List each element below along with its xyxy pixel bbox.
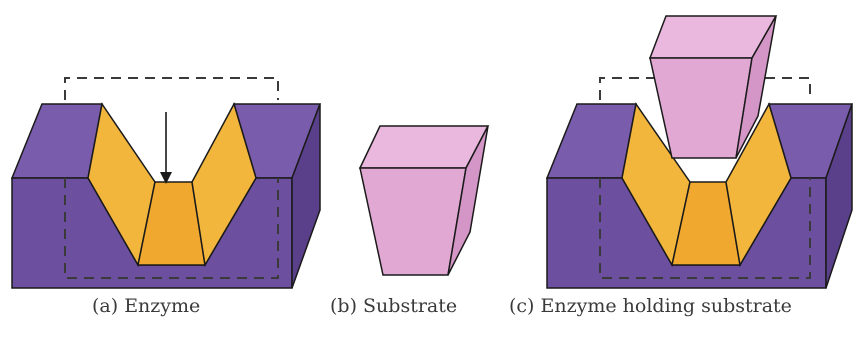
active-site-label: Active site xyxy=(111,92,202,112)
enzyme-block-c xyxy=(545,15,854,289)
enzyme-side-a xyxy=(291,103,321,289)
enzyme-side-c xyxy=(825,103,853,289)
dashed-outline-a xyxy=(64,77,279,100)
dashed-inner-a xyxy=(64,178,279,279)
substrate-side-c xyxy=(735,15,777,159)
dashed-inner-c xyxy=(599,178,811,279)
caption-substrate: (b) Substrate xyxy=(330,295,458,317)
caption-enzyme: (a) Enzyme xyxy=(92,295,201,317)
active-site-right-wall-c xyxy=(725,102,792,268)
substrate-b xyxy=(358,125,490,276)
caption-enzyme-holding-substrate: (c) Enzyme holding substrate xyxy=(509,295,792,317)
active-site-right-wall-a xyxy=(191,102,257,268)
active-site-arrowhead xyxy=(160,172,172,184)
substrate-side-b xyxy=(447,125,489,276)
enzyme-top-left-c xyxy=(545,103,637,179)
substrate-front-c xyxy=(649,57,753,159)
enzyme-top-left-a xyxy=(10,103,103,179)
enzyme-block-a: Active site xyxy=(10,77,322,289)
